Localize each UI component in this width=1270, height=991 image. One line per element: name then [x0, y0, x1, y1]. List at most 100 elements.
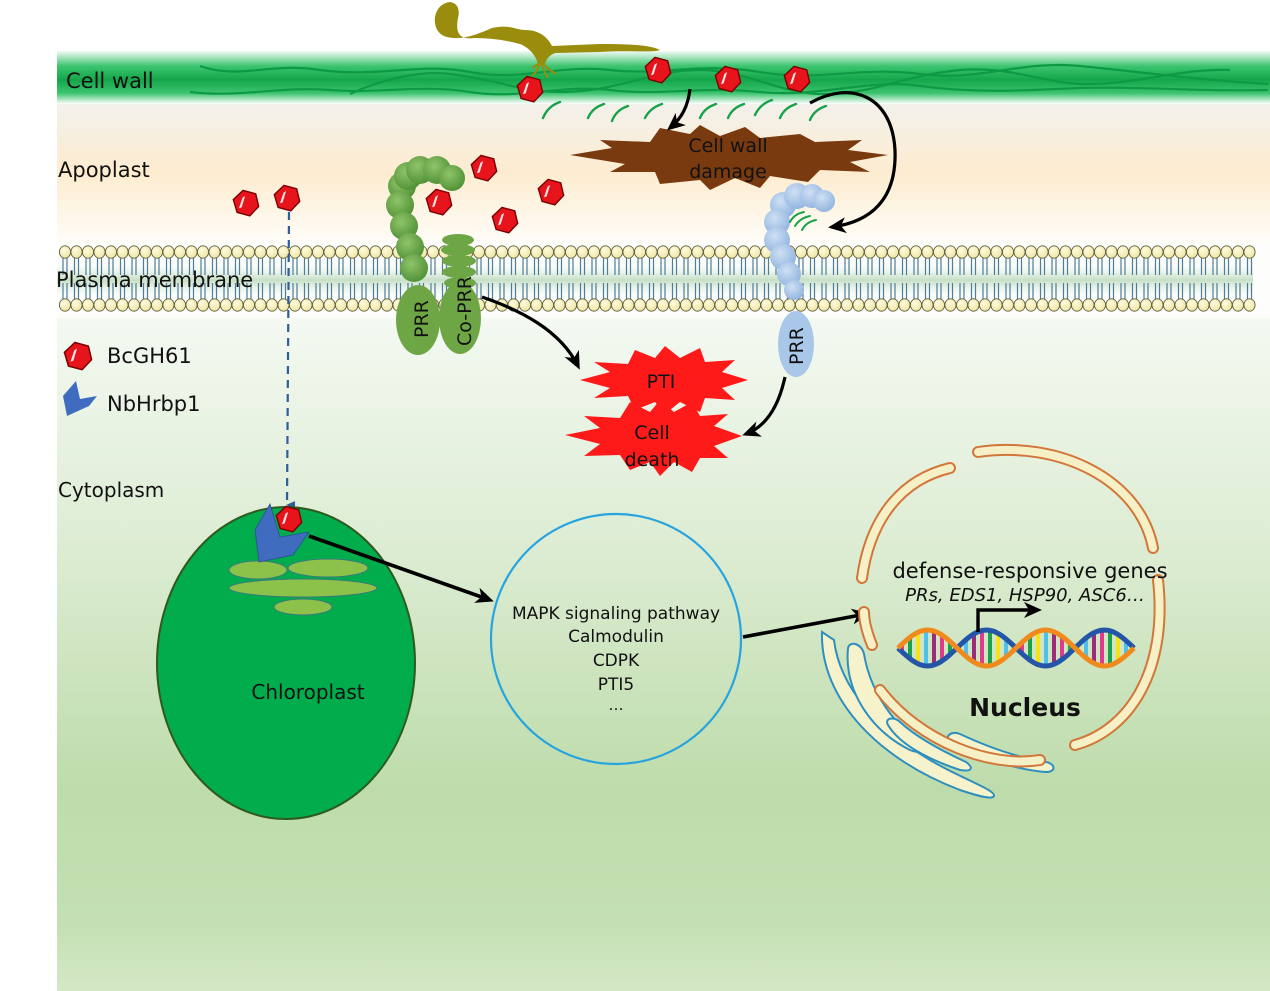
- co-prr-receptor: Co-PRR: [439, 234, 481, 354]
- lipid-head: [921, 245, 934, 259]
- lipid-head: [323, 245, 336, 259]
- lipid-head: [139, 298, 152, 312]
- lipid-head: [116, 298, 129, 312]
- nucleus-label: Nucleus: [969, 693, 1081, 722]
- lipid-head: [875, 298, 888, 312]
- transcription-start-arrow: [976, 602, 1042, 632]
- lipid-head: [484, 245, 497, 259]
- lipid-head: [656, 298, 670, 312]
- lipid-head: [323, 298, 336, 312]
- lipid-head: [610, 298, 624, 312]
- lipid-head: [357, 298, 371, 312]
- lipid-head: [185, 298, 198, 312]
- lipid-head: [737, 245, 750, 259]
- lipid-head: [1174, 245, 1187, 259]
- lipid-head: [208, 298, 221, 312]
- lipid-head: [150, 298, 164, 312]
- fungus-icon: [434, 2, 660, 79]
- lipid-head: [1013, 245, 1026, 259]
- lipid-head: [173, 245, 187, 259]
- lipid-head: [1105, 245, 1118, 259]
- lipid-head: [955, 245, 969, 259]
- cell-wall-damage-line-1: Cell wall: [688, 135, 767, 157]
- lipid-head: [898, 245, 911, 259]
- lipid-head: [334, 298, 348, 312]
- lipid-head: [564, 298, 578, 312]
- defense-genes-list: PRs, EDS1, HSP90, ASC6…: [905, 585, 1145, 606]
- lipid-head: [714, 245, 727, 259]
- lipid-head: [610, 245, 624, 259]
- lipid-head: [311, 245, 325, 259]
- lipid-head: [955, 298, 969, 312]
- lipid-head: [737, 298, 750, 312]
- lipid-head: [702, 245, 716, 259]
- lipid-head: [783, 298, 796, 312]
- lipid-head: [530, 245, 543, 259]
- lipid-head: [771, 298, 785, 312]
- legend: BcGH61 NbHrbp1: [63, 341, 201, 416]
- lipid-head: [725, 245, 739, 259]
- lipid-head: [806, 245, 819, 259]
- lipid-head: [829, 245, 842, 259]
- arrow-damage-to-prr-right: [809, 91, 897, 234]
- lipid-head: [656, 245, 670, 259]
- lipid-head: [863, 245, 877, 259]
- lipid-head: [599, 245, 612, 259]
- lipid-head: [806, 298, 819, 312]
- lipid-head: [679, 245, 693, 259]
- signaling-hub: MAPK signaling pathway Calmodulin CDPK P…: [489, 512, 743, 766]
- pti-burst: PTI: [580, 346, 748, 414]
- lipid-head: [587, 245, 601, 259]
- lipid-head: [1151, 298, 1164, 312]
- lipid-head: [817, 245, 831, 259]
- prr-left-label: PRR: [411, 300, 433, 338]
- lipid-head: [127, 245, 141, 259]
- lipid-head: [794, 245, 808, 259]
- lipid-head: [978, 298, 992, 312]
- lipid-head: [909, 245, 923, 259]
- lipid-head: [311, 298, 325, 312]
- lipid-head: [1174, 298, 1187, 312]
- lipid-head: [1151, 245, 1164, 259]
- lipid-head: [369, 298, 382, 312]
- lipid-head: [622, 298, 635, 312]
- lipid-head: [426, 245, 440, 259]
- lipid-head: [1082, 245, 1095, 259]
- lipid-head: [1105, 298, 1118, 312]
- label-cell-wall: Cell wall: [66, 69, 154, 93]
- lipid-head: [576, 298, 589, 312]
- signaling-item: PTI5: [598, 675, 634, 695]
- lipid-head: [564, 245, 578, 259]
- cell-wall-damage-burst: Cell wall damage: [570, 125, 888, 190]
- lipid-head: [840, 245, 854, 259]
- lipid-head: [553, 298, 566, 312]
- lipid-head: [794, 298, 808, 312]
- lipid-head: [1185, 298, 1199, 312]
- lipid-head: [990, 298, 1003, 312]
- lipid-head: [265, 298, 279, 312]
- lipid-head: [932, 298, 946, 312]
- lipid-head: [242, 245, 256, 259]
- lipid-head: [1070, 298, 1084, 312]
- lipid-head: [1185, 245, 1199, 259]
- lipid-head: [748, 298, 762, 312]
- lipid-head: [219, 245, 233, 259]
- lipid-head: [886, 245, 900, 259]
- lipid-head: [104, 298, 118, 312]
- arrow-effector-entry-dashed: [285, 211, 296, 510]
- lipid-head: [817, 298, 831, 312]
- lipid-head: [346, 245, 359, 259]
- lipid-head: [1093, 298, 1107, 312]
- lipid-head: [139, 245, 152, 259]
- arrow-prr-right-to-cell-death: [742, 376, 787, 437]
- lipid-head: [944, 245, 957, 259]
- lipid-head: [242, 298, 256, 312]
- lipid-head: [265, 245, 279, 259]
- lipid-head: [1128, 298, 1141, 312]
- membrane-core-band: [57, 260, 1253, 300]
- lipid-head: [1208, 245, 1222, 259]
- lipid-head: [967, 298, 980, 312]
- nuclear-envelope: [856, 443, 1166, 768]
- prr-right-label: PRR: [786, 327, 808, 365]
- lipid-head: [58, 245, 72, 259]
